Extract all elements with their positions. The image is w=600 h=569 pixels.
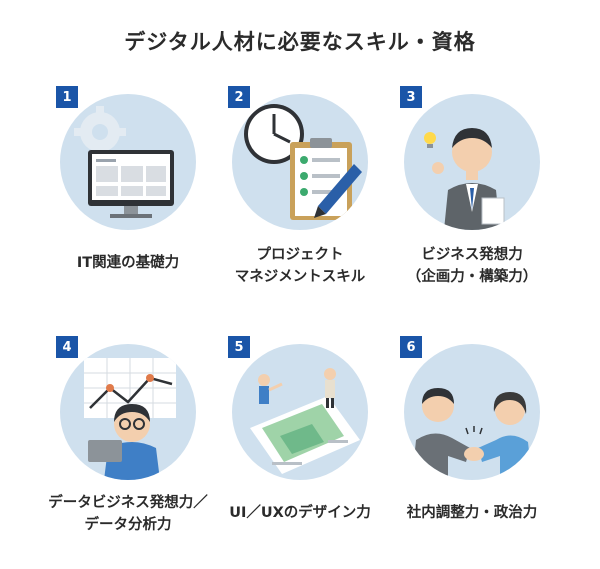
label-line: プロジェクト <box>256 247 344 263</box>
ui-design-map-icon <box>250 368 360 474</box>
businessman-idea-icon <box>424 128 505 230</box>
monitor-gear-icon <box>74 106 174 218</box>
circle-illustration <box>404 94 540 230</box>
label-line: ビジネス発想力 <box>421 247 523 263</box>
circle-illustration <box>60 344 196 480</box>
number-badge: 2 <box>228 86 250 108</box>
clock-checklist-icon <box>244 104 362 220</box>
skill-label: ビジネス発想力 （企画力・構築力） <box>362 244 582 288</box>
label-line: IT関連の基礎力 <box>76 255 180 271</box>
skill-label: UI／UXのデザイン力 <box>190 502 410 524</box>
number-badge: 4 <box>56 336 78 358</box>
skill-card-4: 4 データビジネス発想力／ データ分析力 <box>38 332 218 562</box>
handshake-icon <box>412 388 532 480</box>
number-badge: 6 <box>400 336 422 358</box>
circle-illustration <box>232 94 368 230</box>
circle-illustration <box>232 344 368 480</box>
page-title: デジタル人材に必要なスキル・資格 <box>124 30 476 54</box>
skill-card-1: 1 IT関連の基礎力 <box>38 82 218 312</box>
circle-illustration <box>60 94 196 230</box>
skill-label: IT関連の基礎力 <box>18 252 238 274</box>
circle-illustration <box>404 344 540 480</box>
skill-card-5: 5 UI／UXのデザイン力 <box>210 332 390 562</box>
skill-card-6: 6 社内調整力・政治力 <box>382 332 562 562</box>
number-badge: 1 <box>56 86 78 108</box>
skill-label: 社内調整力・政治力 <box>362 502 582 524</box>
skill-label: データビジネス発想力／ データ分析力 <box>18 492 238 536</box>
skill-card-2: 2 プロジェクト マネジメントスキル <box>210 82 390 312</box>
number-badge: 3 <box>400 86 422 108</box>
skill-label: プロジェクト マネジメントスキル <box>190 244 410 288</box>
label-line: UI／UXのデザイン力 <box>229 505 371 521</box>
label-line: （企画力・構築力） <box>406 269 538 285</box>
number-badge: 5 <box>228 336 250 358</box>
label-line: データ分析力 <box>84 517 172 533</box>
skill-card-3: 3 ビジネス発想力 （企画力・構築力） <box>382 82 562 312</box>
label-line: データビジネス発想力／ <box>48 495 208 511</box>
label-line: マネジメントスキル <box>234 269 366 285</box>
data-analyst-chart-icon <box>84 358 176 480</box>
label-line: 社内調整力・政治力 <box>406 505 538 521</box>
